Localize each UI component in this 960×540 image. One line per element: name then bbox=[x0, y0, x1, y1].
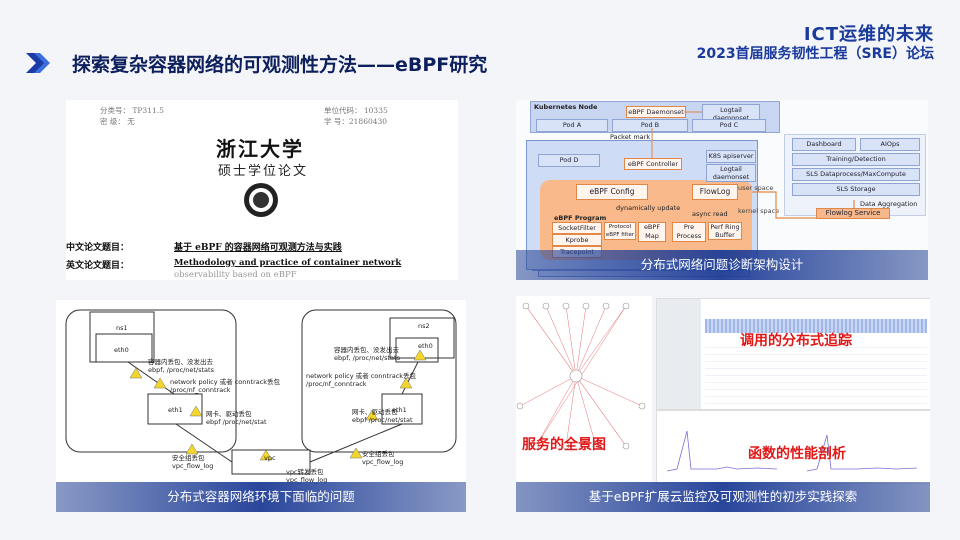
container-network-panel: ns1 ns2 eth0 eth0 eth1 eth1 vpc 容器内丢包、没发… bbox=[56, 300, 466, 512]
protocol-filter-node: Protocol eBPF filter bbox=[604, 222, 636, 240]
practice-panel: 服务的全景图 调用的分布式追踪 函数的性能剖析 基于eBPF扩展云监控及可观测性… bbox=[516, 296, 930, 512]
pod-d-node: Pod D bbox=[538, 154, 600, 167]
tracing-sidebar bbox=[657, 299, 701, 409]
pod-b-node: Pod B bbox=[612, 119, 688, 132]
tracing-screenshot bbox=[656, 298, 930, 410]
en-thesis-title-cont: observability based on eBPF bbox=[174, 270, 297, 280]
thesis-meta-line: 单位代码： 10335 bbox=[324, 106, 388, 115]
right-drop-note-3: 网卡、驱动丢包 ebpf /proc/net/stat bbox=[352, 408, 413, 424]
tracing-timeline-chart bbox=[705, 319, 927, 333]
ebpf-map-node: eBPF Map bbox=[638, 222, 666, 242]
forum-subtitle: 2023首届服务韧性工程（SRE）论坛 bbox=[696, 46, 934, 62]
profiling-label: 函数的性能剖析 bbox=[748, 446, 846, 462]
k8s-apiserver-node: K8S apiserver bbox=[706, 150, 756, 163]
vpc-label: vpc bbox=[264, 454, 276, 462]
kernel-space-label: kernel space bbox=[738, 207, 780, 215]
flowlog-service-node: Flowlog Service bbox=[816, 208, 890, 219]
eth1-left-label: eth1 bbox=[168, 406, 183, 414]
right-drop-note-1: 容器内丢包、没发出去 ebpf, /proc/net/stats bbox=[334, 346, 400, 362]
right-drop-note-4: 安全组丢包 vpc_flow_log bbox=[362, 450, 404, 466]
network-topology-lines bbox=[65, 309, 457, 475]
profiling-chart bbox=[666, 430, 918, 472]
ebpf-program-label: eBPF Program bbox=[554, 214, 607, 222]
pre-process-node: Pre Process bbox=[672, 222, 706, 242]
eth1-right-label: eth1 bbox=[392, 406, 407, 414]
thesis-meta-line: 分类号： TP311.5 bbox=[100, 106, 164, 115]
en-title-label: 英文论文题目： bbox=[66, 261, 130, 271]
tracing-label: 调用的分布式追踪 bbox=[740, 333, 852, 349]
perf-ring-buffer-node: Perf Ring Buffer bbox=[708, 222, 742, 240]
service-map-screenshot bbox=[516, 296, 652, 482]
k8s-node-label: Kubernetes Node bbox=[534, 103, 598, 111]
cn-title-label: 中文论文题目： bbox=[66, 243, 130, 253]
aiops-node: AIOps bbox=[860, 138, 920, 151]
training-detection-node: Training/Detection bbox=[792, 153, 920, 166]
vpc-drop-note: vpc转发丢包 vpc_flow_log bbox=[286, 468, 328, 484]
page-title: 探索复杂容器网络的可观测性方法——eBPF研究 bbox=[72, 54, 488, 76]
right-drop-note-2: network policy 或者 conntrack丢包 /proc/nf_c… bbox=[306, 372, 417, 388]
left-drop-note-4: 安全组丢包 vpc_flow_log bbox=[172, 454, 214, 470]
sls-dataprocess-node: SLS Dataprocess/MaxCompute bbox=[792, 168, 920, 181]
left-drop-note-2: network policy 或者 conntrack丢包 /proc/nf_c… bbox=[170, 378, 281, 394]
brand-logo-text: ICT运维的未来 bbox=[803, 24, 934, 45]
tracing-table bbox=[705, 341, 927, 405]
header-chevron-icon bbox=[26, 53, 52, 73]
thesis-meta-line: 学 号：21860430 bbox=[324, 117, 388, 126]
flowlog-node: FlowLog bbox=[692, 184, 738, 200]
thesis-meta-line: 密 级： 无 bbox=[100, 117, 135, 126]
data-aggregation-label: Data Aggregation bbox=[860, 200, 918, 208]
left-drop-note-3: 网卡、驱动丢包 ebpf /proc/net/stat bbox=[206, 410, 267, 426]
network-caption: 分布式容器网络环境下面临的问题 bbox=[56, 482, 466, 512]
practice-caption: 基于eBPF扩展云监控及可观测性的初步实践探索 bbox=[516, 482, 930, 512]
architecture-panel: Kubernetes Node eBPF Daemonset Logtail d… bbox=[516, 100, 928, 280]
thesis-cover-panel: 分类号： TP311.5 单位代码： 10335 密 级： 无 学 号：2186… bbox=[66, 100, 458, 280]
async-read-label: async read bbox=[692, 210, 728, 218]
socket-filter-node: SocketFilter bbox=[552, 222, 602, 234]
ebpf-controller-node: eBPF Controller bbox=[624, 158, 682, 170]
logtail-node-2: Logtail daemonset bbox=[706, 164, 756, 182]
university-name: 浙江大学 bbox=[216, 137, 304, 161]
cn-thesis-title: 基于 eBPF 的容器网络可观测方法与实践 bbox=[174, 243, 342, 253]
university-seal-icon bbox=[243, 182, 279, 218]
service-map-graph bbox=[516, 302, 646, 450]
ns2-label: ns2 bbox=[418, 322, 430, 330]
user-space-label: user space bbox=[738, 184, 774, 192]
architecture-caption: 分布式网络问题诊断架构设计 bbox=[516, 250, 928, 280]
left-drop-note-1: 容器内丢包、没发出去 ebpf, /proc/net/stats bbox=[148, 358, 214, 374]
eth0-left-label: eth0 bbox=[114, 346, 129, 354]
kprobe-node: Kprobe bbox=[552, 234, 602, 246]
eth0-right-label: eth0 bbox=[418, 342, 433, 350]
dynamic-update-label: dynamically update bbox=[616, 204, 681, 212]
ebpf-config-node: eBPF Config bbox=[576, 184, 648, 200]
pod-c-node: Pod C bbox=[692, 119, 766, 132]
profiling-screenshot bbox=[656, 410, 930, 484]
sls-storage-node: SLS Storage bbox=[792, 183, 920, 196]
pod-a-node: Pod A bbox=[536, 119, 608, 132]
dashboard-node: Dashboard bbox=[792, 138, 856, 151]
degree-label: 硕士学位论文 bbox=[218, 164, 309, 179]
architecture-arrows bbox=[651, 111, 855, 219]
service-map-label: 服务的全景图 bbox=[522, 437, 606, 453]
ns1-label: ns1 bbox=[116, 324, 128, 332]
packet-mark-label: Packet mark bbox=[610, 133, 651, 141]
en-thesis-title: Methodology and practice of container ne… bbox=[174, 258, 402, 268]
